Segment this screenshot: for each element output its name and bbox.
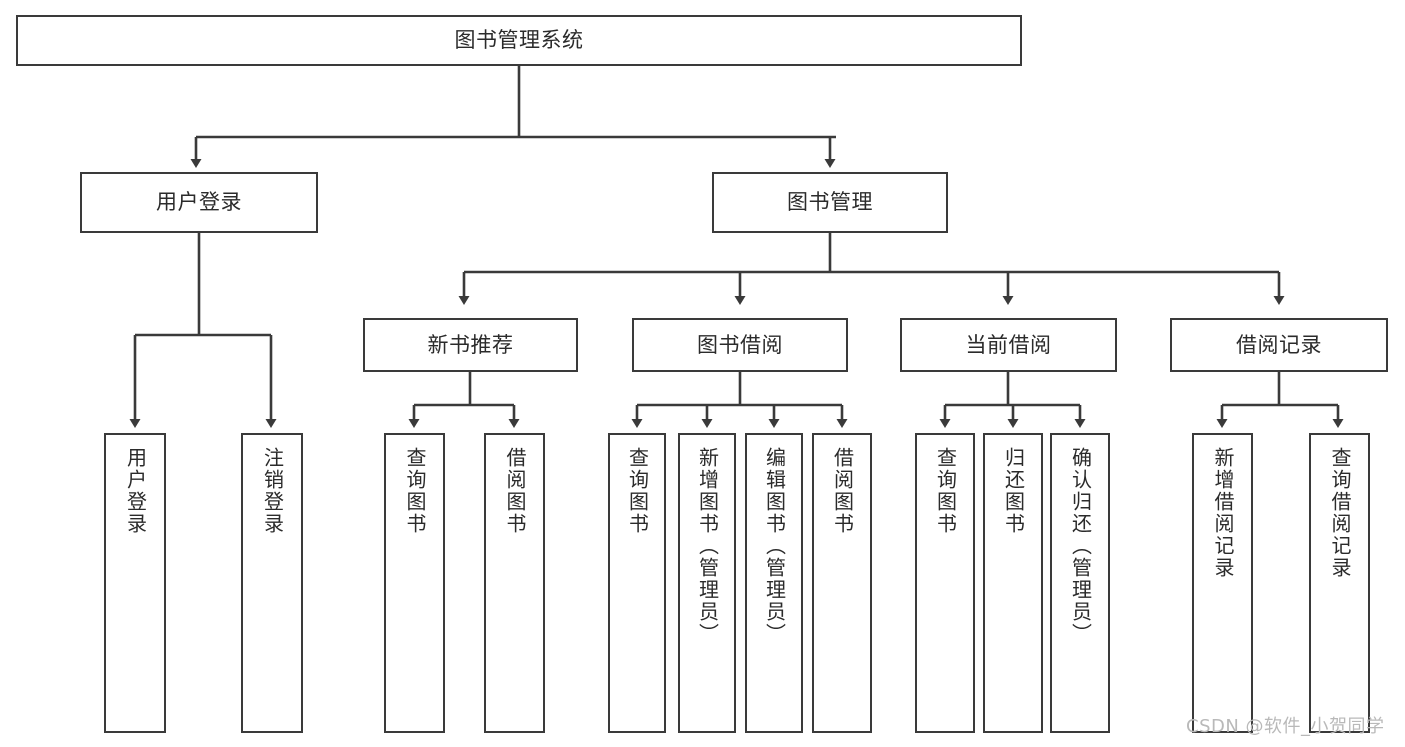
node-label: 图书管理 xyxy=(787,190,873,215)
node-label: 借阅图书 xyxy=(830,447,855,535)
node-label: 图书管理系统 xyxy=(454,28,584,53)
node-label: 查询图书 xyxy=(403,447,427,535)
node-borrow-record[interactable]: 借阅记录 xyxy=(1170,318,1388,372)
node-label: 查询图书 xyxy=(625,447,650,535)
node-root-book-management-system[interactable]: 图书管理系统 xyxy=(16,15,1022,66)
node-label: 借阅记录 xyxy=(1236,332,1322,357)
csdn-watermark: CSDN @软件_小贺同学 xyxy=(1186,716,1385,737)
node-book-borrow[interactable]: 图书借阅 xyxy=(632,318,848,372)
leaf-book-borrow-query-books[interactable]: 查询图书 xyxy=(608,433,666,733)
leaf-current-borrow-confirm-return-admin[interactable]: 确认归还（管理员） xyxy=(1050,433,1110,733)
leaf-user-login-signin[interactable]: 用户登录 xyxy=(104,433,166,733)
leaf-new-book-query-books[interactable]: 查询图书 xyxy=(384,433,445,733)
leaf-current-borrow-query-books[interactable]: 查询图书 xyxy=(915,433,975,733)
node-label: 新书推荐 xyxy=(427,332,514,357)
node-label: 查询借阅记录 xyxy=(1328,447,1352,579)
node-label: 新增借阅记录 xyxy=(1211,447,1235,579)
node-book-management[interactable]: 图书管理 xyxy=(712,172,948,233)
node-label: 用户登录 xyxy=(123,447,148,535)
leaf-book-borrow-edit-book-admin[interactable]: 编辑图书（管理员） xyxy=(745,433,803,733)
node-label: 编辑图书（管理员） xyxy=(762,447,787,645)
leaf-book-borrow-add-book-admin[interactable]: 新增图书（管理员） xyxy=(678,433,736,733)
leaf-user-login-signout[interactable]: 注销登录 xyxy=(241,433,303,733)
node-user-login[interactable]: 用户登录 xyxy=(80,172,318,233)
leaf-book-borrow-borrow-books[interactable]: 借阅图书 xyxy=(812,433,872,733)
node-label: 确认归还（管理员） xyxy=(1068,447,1093,645)
node-label: 归还图书 xyxy=(1001,447,1026,535)
leaf-new-book-borrow-books[interactable]: 借阅图书 xyxy=(484,433,545,733)
node-label: 图书借阅 xyxy=(697,332,783,357)
node-label: 查询图书 xyxy=(933,447,958,535)
node-label: 当前借阅 xyxy=(965,332,1052,357)
node-current-borrow[interactable]: 当前借阅 xyxy=(900,318,1117,372)
leaf-current-borrow-return-books[interactable]: 归还图书 xyxy=(983,433,1043,733)
node-label: 借阅图书 xyxy=(503,447,527,535)
node-label: 新增图书（管理员） xyxy=(695,447,720,645)
node-label: 用户登录 xyxy=(156,190,242,215)
node-label: 注销登录 xyxy=(260,447,285,535)
leaf-borrow-record-add-record[interactable]: 新增借阅记录 xyxy=(1192,433,1253,733)
leaf-borrow-record-query-record[interactable]: 查询借阅记录 xyxy=(1309,433,1370,733)
node-new-book-recommend[interactable]: 新书推荐 xyxy=(363,318,578,372)
